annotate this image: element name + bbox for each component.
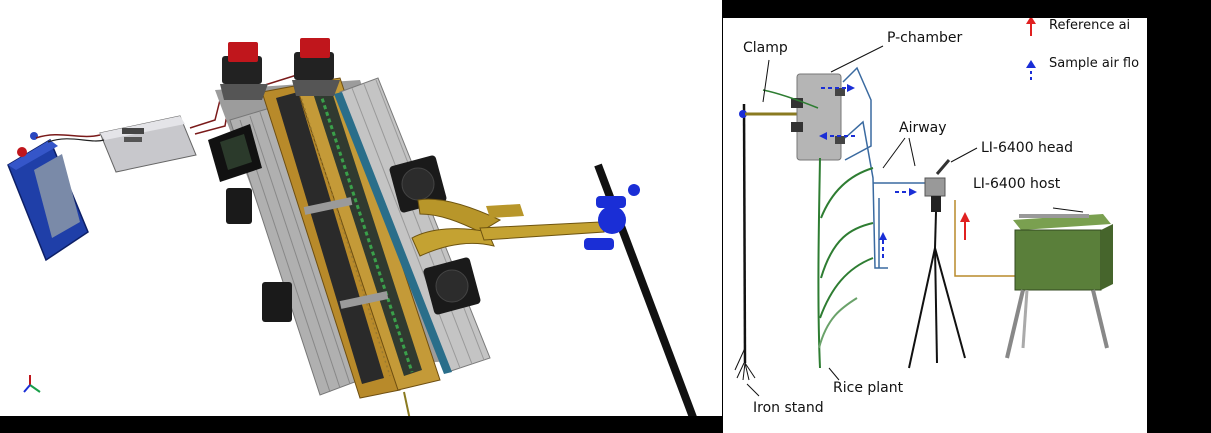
li6400-host	[1005, 214, 1113, 359]
power-switch-1	[220, 42, 268, 100]
power-switch-2	[292, 38, 340, 96]
label-clamp: Clamp	[743, 40, 788, 56]
device-3d-drawing	[7, 38, 698, 422]
schematic-canvas: Clamp P-chamber Airway LI-6400 head LI-6…	[723, 18, 1147, 433]
schematic-drawing	[734, 18, 1113, 397]
iron-stand	[734, 103, 803, 381]
bottom-black-bar	[0, 416, 722, 433]
label-p-chamber: P-chamber	[887, 30, 963, 46]
tripod	[908, 211, 966, 369]
clamp-knob	[584, 184, 640, 250]
device-3d-model-panel	[0, 38, 722, 433]
label-li6400-head: LI-6400 head	[981, 140, 1074, 156]
legend-reference-label: Reference ai	[1049, 18, 1131, 33]
controller-box	[99, 115, 197, 173]
axis-triad-icon	[23, 375, 41, 393]
legend-reference-arrow	[1026, 18, 1036, 36]
sample-air-arrows	[819, 84, 917, 258]
fan-left	[226, 188, 292, 322]
legend-sample-arrow	[1026, 60, 1036, 80]
legend-sample-label: Sample air flo	[1049, 56, 1140, 71]
schematic-panel: Clamp P-chamber Airway LI-6400 head LI-6…	[722, 0, 1211, 433]
label-airway: Airway	[899, 120, 947, 136]
airway-tubes	[842, 66, 931, 269]
chamber-frame	[261, 77, 441, 399]
label-iron-stand: Iron stand	[753, 400, 824, 416]
rice-plant	[762, 89, 874, 369]
fan-lower	[423, 257, 481, 315]
clamp-arm	[411, 198, 605, 257]
leader-lines	[746, 45, 1084, 397]
display-screen	[208, 124, 262, 182]
p-chamber	[791, 73, 845, 161]
battery	[7, 132, 89, 262]
label-rice-plant: Rice plant	[833, 380, 904, 396]
li6400-head	[924, 159, 951, 212]
label-li6400-host: LI-6400 host	[973, 176, 1061, 192]
reference-air-arrow	[960, 212, 970, 240]
